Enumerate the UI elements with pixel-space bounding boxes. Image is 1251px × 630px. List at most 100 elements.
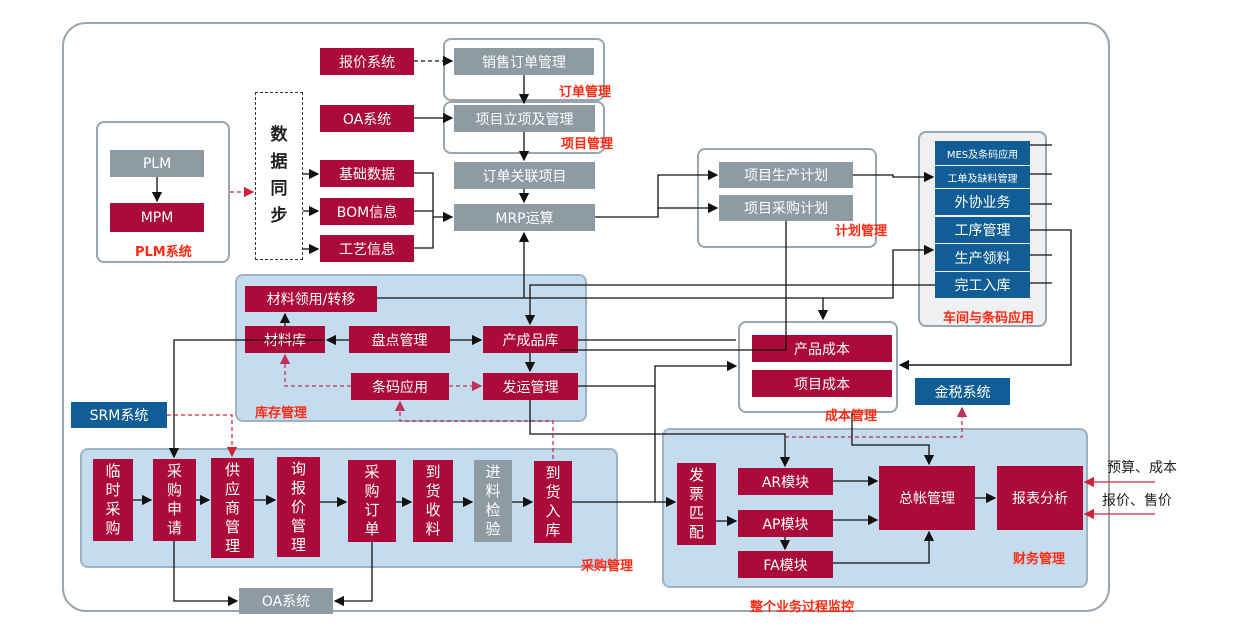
process-info-box[interactable]: 工艺信息	[320, 235, 414, 262]
mrp-label: MRP运算	[495, 210, 554, 227]
workshop-item-label: 完工入库	[954, 278, 1011, 294]
step-char: 货	[425, 482, 441, 500]
mpm-box[interactable]: MPM	[110, 203, 204, 232]
outer-frame	[62, 22, 1110, 612]
sync-char: 同	[270, 179, 288, 199]
step-char: 到	[545, 464, 561, 482]
step-char: 购	[364, 482, 380, 500]
step-char: 应	[224, 479, 240, 498]
step-char: 验	[485, 520, 501, 538]
step-char: 管	[224, 517, 240, 536]
purchase-step-supplier[interactable]: 供应商管理	[211, 458, 254, 558]
ar-module-label: AR模块	[761, 474, 810, 491]
workshop-item-process[interactable]: 工序管理	[935, 217, 1030, 243]
purchase-step-receive[interactable]: 到货收料	[413, 460, 453, 542]
purchase-step-inquiry[interactable]: 询报价管理	[277, 457, 320, 557]
workshop-label: 车间与条码应用	[943, 311, 1035, 326]
step-char: 料	[485, 482, 501, 500]
oa-system-label: OA系统	[342, 111, 392, 128]
project-setup-label: 项目立项及管理	[475, 111, 574, 128]
step-char: 货	[545, 483, 561, 501]
workshop-item-completion[interactable]: 完工入库	[935, 272, 1030, 298]
ap-module-label: AP模块	[762, 516, 809, 533]
quote-system-box[interactable]: 报价系统	[320, 48, 414, 75]
project-management-label: 项目管理	[561, 137, 614, 152]
finance-label: 财务管理	[1013, 552, 1066, 567]
purchase-step-inspection[interactable]: 进料检验	[474, 460, 512, 542]
workshop-item-outsourcing[interactable]: 外协业务	[935, 189, 1030, 215]
step-char: 临	[105, 462, 121, 480]
plm-box[interactable]: PLM	[110, 150, 204, 177]
purchase-step-temporary[interactable]: 临时采购	[93, 459, 133, 541]
sync-char: 数	[270, 125, 288, 145]
sync-char: 步	[270, 206, 288, 226]
ledger-box[interactable]: 总帐管理	[879, 466, 975, 530]
oa-system-box[interactable]: OA系统	[320, 105, 414, 132]
production-plan-box[interactable]: 项目生产计划	[719, 162, 853, 188]
workshop-item-work-order[interactable]: 工单及缺料管理	[935, 166, 1030, 188]
project-setup-box[interactable]: 项目立项及管理	[454, 105, 595, 132]
tax-system-label: 金税系统	[934, 384, 991, 401]
material-store-label: 材料库	[264, 332, 306, 349]
srm-system-box[interactable]: SRM系统	[71, 402, 167, 428]
purchase-step-request[interactable]: 采购申请	[153, 459, 196, 541]
sales-order-box[interactable]: 销售订单管理	[454, 48, 594, 75]
product-cost-box[interactable]: 产品成本	[752, 335, 892, 362]
workshop-item-label: 工单及缺料管理	[947, 173, 1018, 185]
purchase-step-order[interactable]: 采购订单	[348, 460, 396, 542]
project-cost-label: 项目成本	[794, 376, 850, 393]
step-char: 进	[485, 463, 501, 481]
step-char: 检	[485, 501, 501, 519]
purchase-plan-box[interactable]: 项目采购计划	[719, 195, 853, 221]
bom-info-label: BOM信息	[336, 204, 398, 221]
fa-module-box[interactable]: FA模块	[738, 551, 833, 578]
product-cost-label: 产品成本	[794, 341, 850, 358]
step-char: 票	[688, 485, 704, 503]
step-char: 料	[425, 520, 441, 538]
step-char: 采	[364, 463, 380, 481]
order-project-label: 订单关联项目	[482, 168, 567, 185]
stocktake-label: 盘点管理	[371, 332, 428, 349]
mrp-box[interactable]: MRP运算	[454, 204, 595, 231]
basic-data-label: 基础数据	[339, 166, 395, 183]
step-char: 商	[224, 498, 240, 517]
barcode-label: 条码应用	[372, 379, 428, 396]
oa-system-bottom-box[interactable]: OA系统	[239, 588, 333, 614]
purchase-step-warehousing[interactable]: 到货入库	[534, 461, 572, 543]
step-char: 理	[224, 536, 240, 555]
shipping-label: 发运管理	[502, 379, 559, 396]
shipping-box[interactable]: 发运管理	[483, 373, 578, 400]
report-analysis-box[interactable]: 报表分析	[997, 466, 1083, 530]
workshop-item-label: MES及条码应用	[946, 149, 1019, 161]
step-char: 时	[105, 481, 121, 499]
step-char: 采	[105, 500, 121, 518]
step-char: 报	[290, 478, 306, 497]
ap-module-box[interactable]: AP模块	[738, 510, 833, 537]
plm-system-label: PLM系统	[135, 245, 192, 260]
fa-module-label: FA模块	[763, 557, 808, 574]
ar-module-box[interactable]: AR模块	[738, 468, 833, 495]
monitor-label: 整个业务过程监控	[750, 600, 855, 615]
workshop-item-material-pick[interactable]: 生产领料	[935, 244, 1030, 271]
material-issue-box[interactable]: 材料领用/转移	[245, 286, 377, 312]
tax-system-box[interactable]: 金税系统	[915, 378, 1010, 405]
stocktake-box[interactable]: 盘点管理	[349, 326, 450, 353]
step-char: 价	[290, 497, 306, 516]
project-cost-box[interactable]: 项目成本	[752, 370, 892, 397]
workshop-item-label: 外协业务	[954, 195, 1011, 211]
basic-data-box[interactable]: 基础数据	[320, 160, 414, 187]
material-store-box[interactable]: 材料库	[245, 326, 325, 353]
data-sync-box[interactable]: 数 据 同 步	[255, 92, 303, 260]
step-char: 匹	[688, 504, 704, 522]
step-char: 供	[224, 460, 240, 479]
finished-store-box[interactable]: 产成品库	[483, 326, 578, 353]
workshop-item-mes[interactable]: MES及条码应用	[935, 141, 1030, 165]
invoice-match-box[interactable]: 发票匹配	[677, 463, 716, 545]
barcode-box[interactable]: 条码应用	[351, 373, 449, 400]
quote-price-text: 报价、售价	[1102, 493, 1172, 509]
material-issue-label: 材料领用/转移	[266, 292, 356, 308]
budget-cost-text: 预算、成本	[1107, 460, 1177, 476]
plan-management-label: 计划管理	[835, 224, 888, 239]
bom-info-box[interactable]: BOM信息	[320, 198, 414, 225]
order-project-box[interactable]: 订单关联项目	[454, 162, 595, 189]
